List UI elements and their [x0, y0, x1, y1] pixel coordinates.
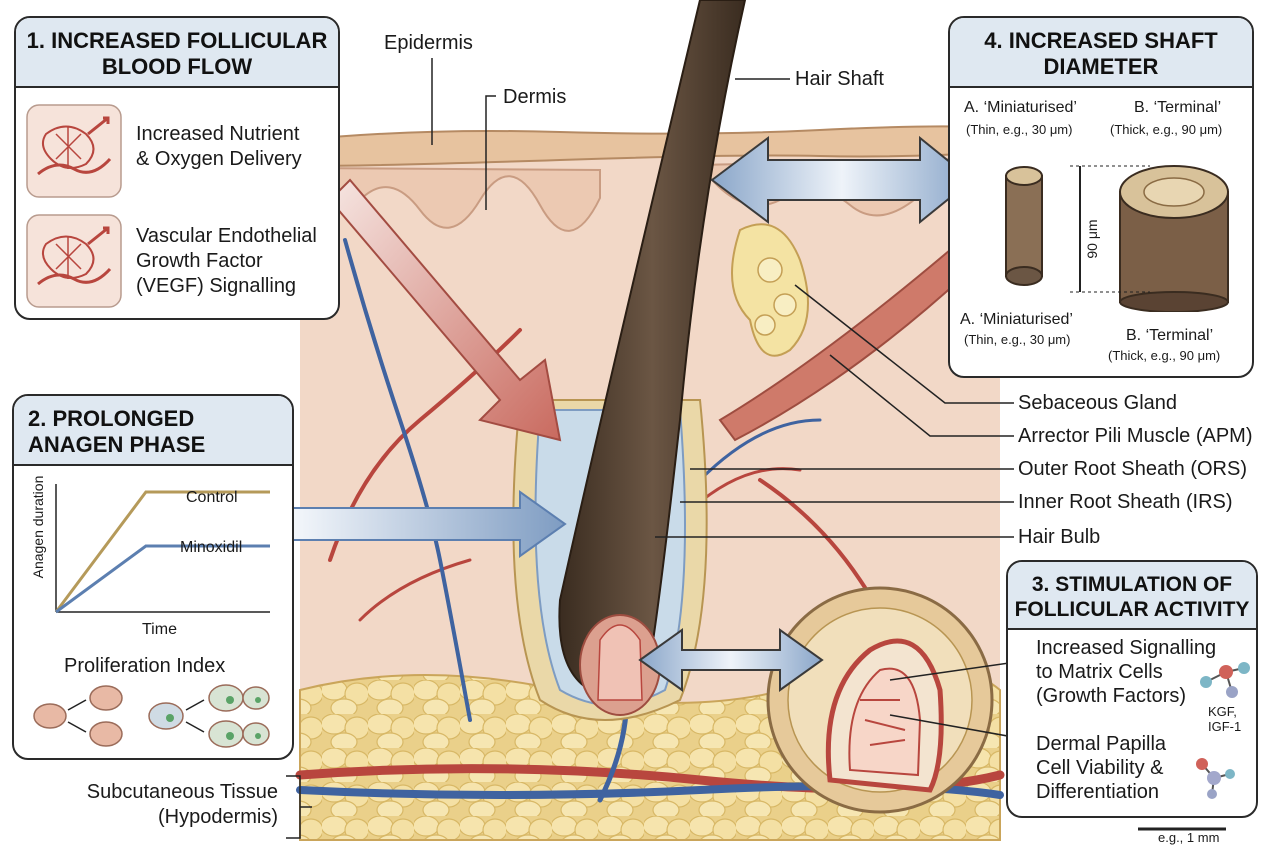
diameter-label: 90 μm: [1084, 219, 1100, 259]
proliferation-label: Proliferation Index: [64, 655, 226, 677]
miniaturised-label-bottom: A. ‘Miniaturised’: [960, 311, 1073, 328]
hair-shaft-label: Hair Shaft: [795, 68, 884, 90]
matrix-line-1: Increased Signalling: [1036, 637, 1217, 659]
molecule-line-1: KGF,: [1208, 704, 1237, 719]
hair-bulb-label: Hair Bulb: [1018, 526, 1101, 548]
papilla-line-2: Cell Viability &: [1036, 757, 1164, 779]
anagen-ylabel: Anagen duration: [30, 475, 46, 579]
terminal-label-bottom: B. ‘Terminal’: [1126, 327, 1214, 344]
panel-follicular-title-2: FOLLICULAR ACTIVITY: [1014, 598, 1250, 621]
blood-flow-arrow: [328, 178, 562, 442]
nutrient-line-1: Increased Nutrient: [136, 123, 300, 145]
irs-label: Inner Root Sheath (IRS): [1018, 491, 1233, 513]
panel-anagen-title-2: ANAGEN PHASE: [28, 432, 206, 457]
vegf-line-2: Growth Factor: [136, 250, 263, 272]
subcutaneous-label: Subcutaneous Tissue (Hypodermis): [72, 780, 278, 830]
terminal-sub-top: (Thick, e.g., 90 μm): [1110, 122, 1223, 137]
thin-shaft-icon: [1005, 166, 1043, 286]
anagen-xlabel: Time: [142, 621, 177, 638]
thick-shaft-icon: [1119, 165, 1229, 312]
ors-label: Outer Root Sheath (ORS): [1018, 458, 1247, 480]
papilla-line-1: Dermal Papilla: [1036, 733, 1167, 755]
panel-blood-flow: 1. INCREASED FOLLICULAR BLOOD FLOW Incre…: [14, 16, 340, 320]
scale-label: e.g., 1 mm: [1158, 830, 1220, 845]
vessel-network-icon: [26, 104, 122, 198]
sebaceous-gland-label: Sebaceous Gland: [1018, 392, 1178, 414]
miniaturised-label-top: A. ‘Miniaturised’: [964, 99, 1077, 116]
panel-shaft-diameter: 4. INCREASED SHAFT DIAMETER A. ‘Miniatur…: [948, 16, 1254, 378]
panel-shaft-header: 4. INCREASED SHAFT DIAMETER: [950, 18, 1252, 88]
vegf-line-3: (VEGF) Signalling: [136, 275, 297, 297]
dermis-label: Dermis: [503, 86, 567, 108]
nutrient-line-2: & Oxygen Delivery: [136, 148, 302, 170]
panel-anagen: 2. PROLONGED ANAGEN PHASE Anagen duratio…: [12, 394, 294, 760]
growth-factor-molecule-icon: [1200, 662, 1250, 698]
nutrient-delivery-label: Increased Nutrient & Oxygen Delivery: [136, 122, 302, 172]
papilla-arrow: [638, 628, 824, 692]
papilla-viability-label: Dermal Papilla Cell Viability & Differen…: [1036, 732, 1166, 804]
panel-anagen-header: 2. PROLONGED ANAGEN PHASE: [14, 396, 292, 466]
molecule-label: KGF, IGF-1: [1208, 704, 1241, 734]
shaft-cross-sections: [1005, 165, 1229, 312]
anagen-chart: [54, 484, 270, 614]
matrix-line-3: (Growth Factors): [1036, 685, 1187, 707]
panel-follicular-title-1: 3. STIMULATION OF: [1031, 573, 1233, 596]
subcutaneous-line-2: (Hypodermis): [157, 806, 278, 828]
vegf-vessel-icon: [26, 214, 122, 308]
panel-blood-flow-header: 1. INCREASED FOLLICULAR BLOOD FLOW: [16, 18, 338, 88]
molecule-line-2: IGF-1: [1208, 719, 1242, 734]
panel-follicular-activity: 3. STIMULATION OF FOLLICULAR ACTIVITY In…: [1006, 560, 1258, 818]
terminal-label-top: B. ‘Terminal’: [1134, 99, 1222, 116]
matrix-line-2: to Matrix Cells: [1036, 661, 1163, 683]
leader-lines: [286, 58, 1226, 839]
panel-follicular-header: 3. STIMULATION OF FOLLICULAR ACTIVITY: [1008, 562, 1256, 630]
sebaceous-gland: [731, 223, 809, 357]
epidermis-label: Epidermis: [384, 32, 473, 54]
anagen-arrow: [291, 490, 567, 558]
vegf-line-1: Vascular Endothelial: [136, 225, 317, 247]
minoxidil-series-label: Minoxidil: [180, 539, 243, 556]
matrix-signalling-label: Increased Signalling to Matrix Cells (Gr…: [1036, 636, 1216, 708]
panel-shaft-title-1: 4. INCREASED SHAFT: [984, 28, 1218, 53]
papilla-molecule-icon: [1196, 758, 1235, 799]
vegf-label: Vascular Endothelial Growth Factor (VEGF…: [136, 224, 317, 299]
miniaturised-sub-top: (Thin, e.g., 30 μm): [966, 122, 1073, 137]
apm-label: Arrector Pili Muscle (APM): [1018, 425, 1253, 447]
dermal-papilla: [597, 624, 643, 701]
control-series-label: Control: [186, 489, 238, 506]
panel-shaft-title-2: DIAMETER: [1043, 54, 1159, 79]
panel-blood-flow-title-2: BLOOD FLOW: [101, 54, 253, 79]
series-line-control: [54, 490, 270, 613]
panel-blood-flow-title-1: 1. INCREASED FOLLICULAR: [26, 28, 328, 53]
cell-division-icon: [33, 684, 270, 748]
terminal-sub-bottom: (Thick, e.g., 90 μm): [1108, 348, 1221, 363]
panel-anagen-title-1: 2. PROLONGED: [28, 406, 195, 431]
magnified-papilla: [766, 586, 994, 814]
subcutaneous-line-1: Subcutaneous Tissue: [86, 781, 278, 803]
papilla-line-3: Differentiation: [1036, 781, 1160, 803]
series-line-minoxidil: [55, 544, 270, 614]
miniaturised-sub-bottom: (Thin, e.g., 30 μm): [964, 332, 1071, 347]
